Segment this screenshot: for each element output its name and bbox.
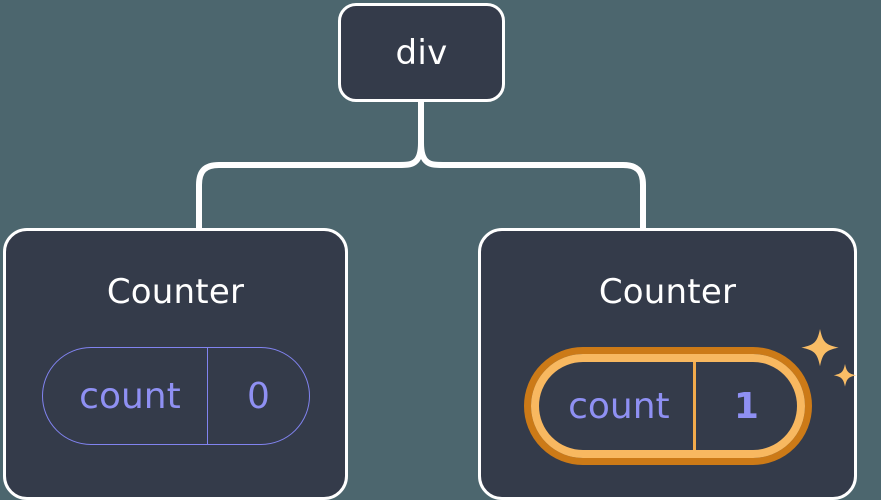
state-value-right: 1	[693, 362, 796, 450]
connector-branch-right	[418, 140, 646, 231]
state-key-right: count	[568, 385, 670, 427]
state-pill-wrapper-left: count 0	[41, 347, 310, 445]
counter-title-left: Counter	[106, 272, 245, 312]
tree-node-counter-right[interactable]: Counter count 1	[478, 228, 857, 500]
sparkle-small-icon	[833, 364, 856, 387]
root-node-label: div	[395, 32, 448, 73]
state-pill-wrapper-right: count 1	[523, 329, 856, 465]
tree-node-counter-left[interactable]: Counter count 0	[3, 228, 348, 500]
counter-title-right: Counter	[598, 272, 737, 312]
state-pill-right-highlight-ring[interactable]: count 1	[523, 347, 812, 465]
state-value-left: 0	[207, 348, 308, 444]
state-pill-right[interactable]: count 1	[530, 354, 805, 458]
state-pill-left[interactable]: count 0	[41, 347, 310, 445]
sparkle-large-icon	[800, 329, 839, 367]
tree-node-root[interactable]: div	[338, 3, 505, 102]
connector-branch-left	[196, 140, 424, 231]
state-key-left: count	[79, 375, 181, 417]
